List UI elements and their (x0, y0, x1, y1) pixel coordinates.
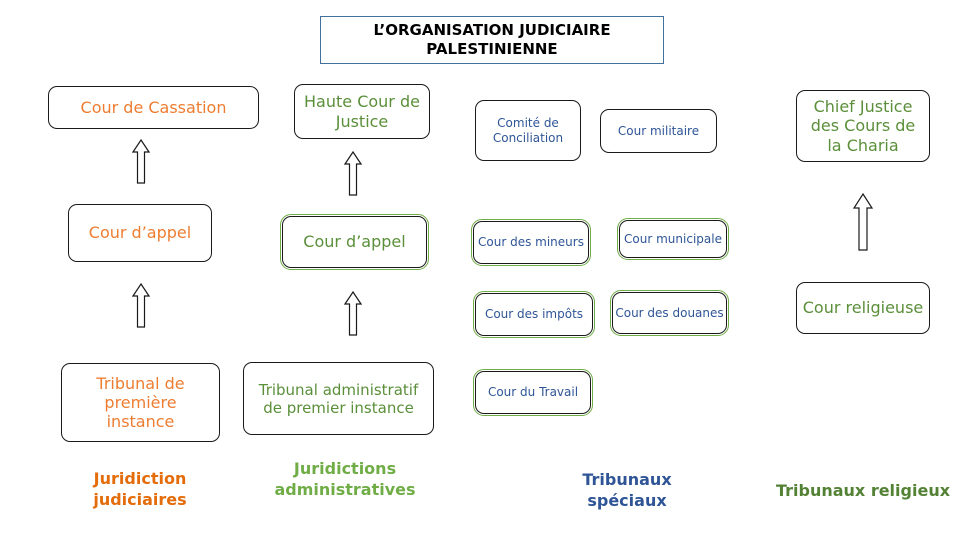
arrow-up-icon (132, 283, 150, 328)
box-tribunal-premiere-instance: Tribunal de première instance (61, 363, 220, 442)
arrow-up-icon (853, 193, 873, 251)
label-cour-appel-judiciaire: Cour d’appel (88, 223, 192, 243)
caption-juridictions-administratives: Juridictions administratives (274, 459, 416, 499)
label-cour-religieuse: Cour religieuse (802, 298, 924, 318)
title-line-2: PALESTINIENNE (426, 40, 558, 58)
box-comite-de-conciliation: Comité de Conciliation (475, 100, 581, 161)
label-tribunal-administratif: Tribunal administratif de premier instan… (258, 380, 419, 417)
box-cour-municipale: Cour municipale (617, 218, 729, 260)
box-haute-cour-de-justice: Haute Cour de Justice (294, 84, 430, 139)
diagram-title: L’ORGANISATION JUDICIAIRE PALESTINIENNE (320, 16, 664, 64)
box-cour-du-travail: Cour du Travail (473, 369, 593, 416)
box-cour-religieuse: Cour religieuse (796, 282, 930, 334)
label-haute-cour-de-justice: Haute Cour de Justice (304, 92, 420, 131)
label-cour-municipale: Cour municipale (624, 231, 722, 246)
label-cour-militaire: Cour militaire (617, 123, 700, 138)
label-cour-des-douanes: Cour des douanes (615, 305, 724, 320)
box-cour-des-douanes: Cour des douanes (610, 290, 729, 336)
arrow-up-icon (344, 291, 362, 336)
box-cour-appel-administratif: Cour d’appel (280, 214, 429, 270)
label-cour-appel-administratif: Cour d’appel (303, 232, 406, 252)
caption-tribunaux-religieux: Tribunaux religieux (775, 481, 951, 500)
box-cour-militaire: Cour militaire (600, 109, 717, 153)
label-cour-du-travail: Cour du Travail (487, 385, 579, 400)
box-chief-justice-charia: Chief Justice des Cours de la Charia (796, 90, 930, 162)
box-cour-de-cassation: Cour de Cassation (48, 86, 259, 129)
box-cour-des-mineurs: Cour des mineurs (471, 219, 591, 266)
arrow-up-icon (132, 139, 150, 184)
label-cour-des-impots: Cour des impôts (484, 307, 584, 322)
label-chief-justice-charia: Chief Justice des Cours de la Charia (810, 97, 916, 155)
title-line-1: L’ORGANISATION JUDICIAIRE (373, 21, 611, 40)
caption-juridiction-judiciaires: Juridiction judiciaires (93, 469, 187, 509)
label-cour-de-cassation: Cour de Cassation (80, 97, 227, 117)
label-cour-des-mineurs: Cour des mineurs (478, 235, 584, 250)
label-comite-de-conciliation: Comité de Conciliation (492, 116, 564, 145)
box-tribunal-administratif: Tribunal administratif de premier instan… (243, 362, 434, 435)
box-cour-des-impots: Cour des impôts (473, 291, 595, 338)
caption-tribunaux-speciaux: Tribunaux spéciaux (582, 470, 672, 510)
arrow-up-icon (344, 151, 362, 196)
box-cour-appel-judiciaire: Cour d’appel (68, 204, 212, 262)
label-tribunal-premiere-instance: Tribunal de première instance (96, 373, 185, 432)
